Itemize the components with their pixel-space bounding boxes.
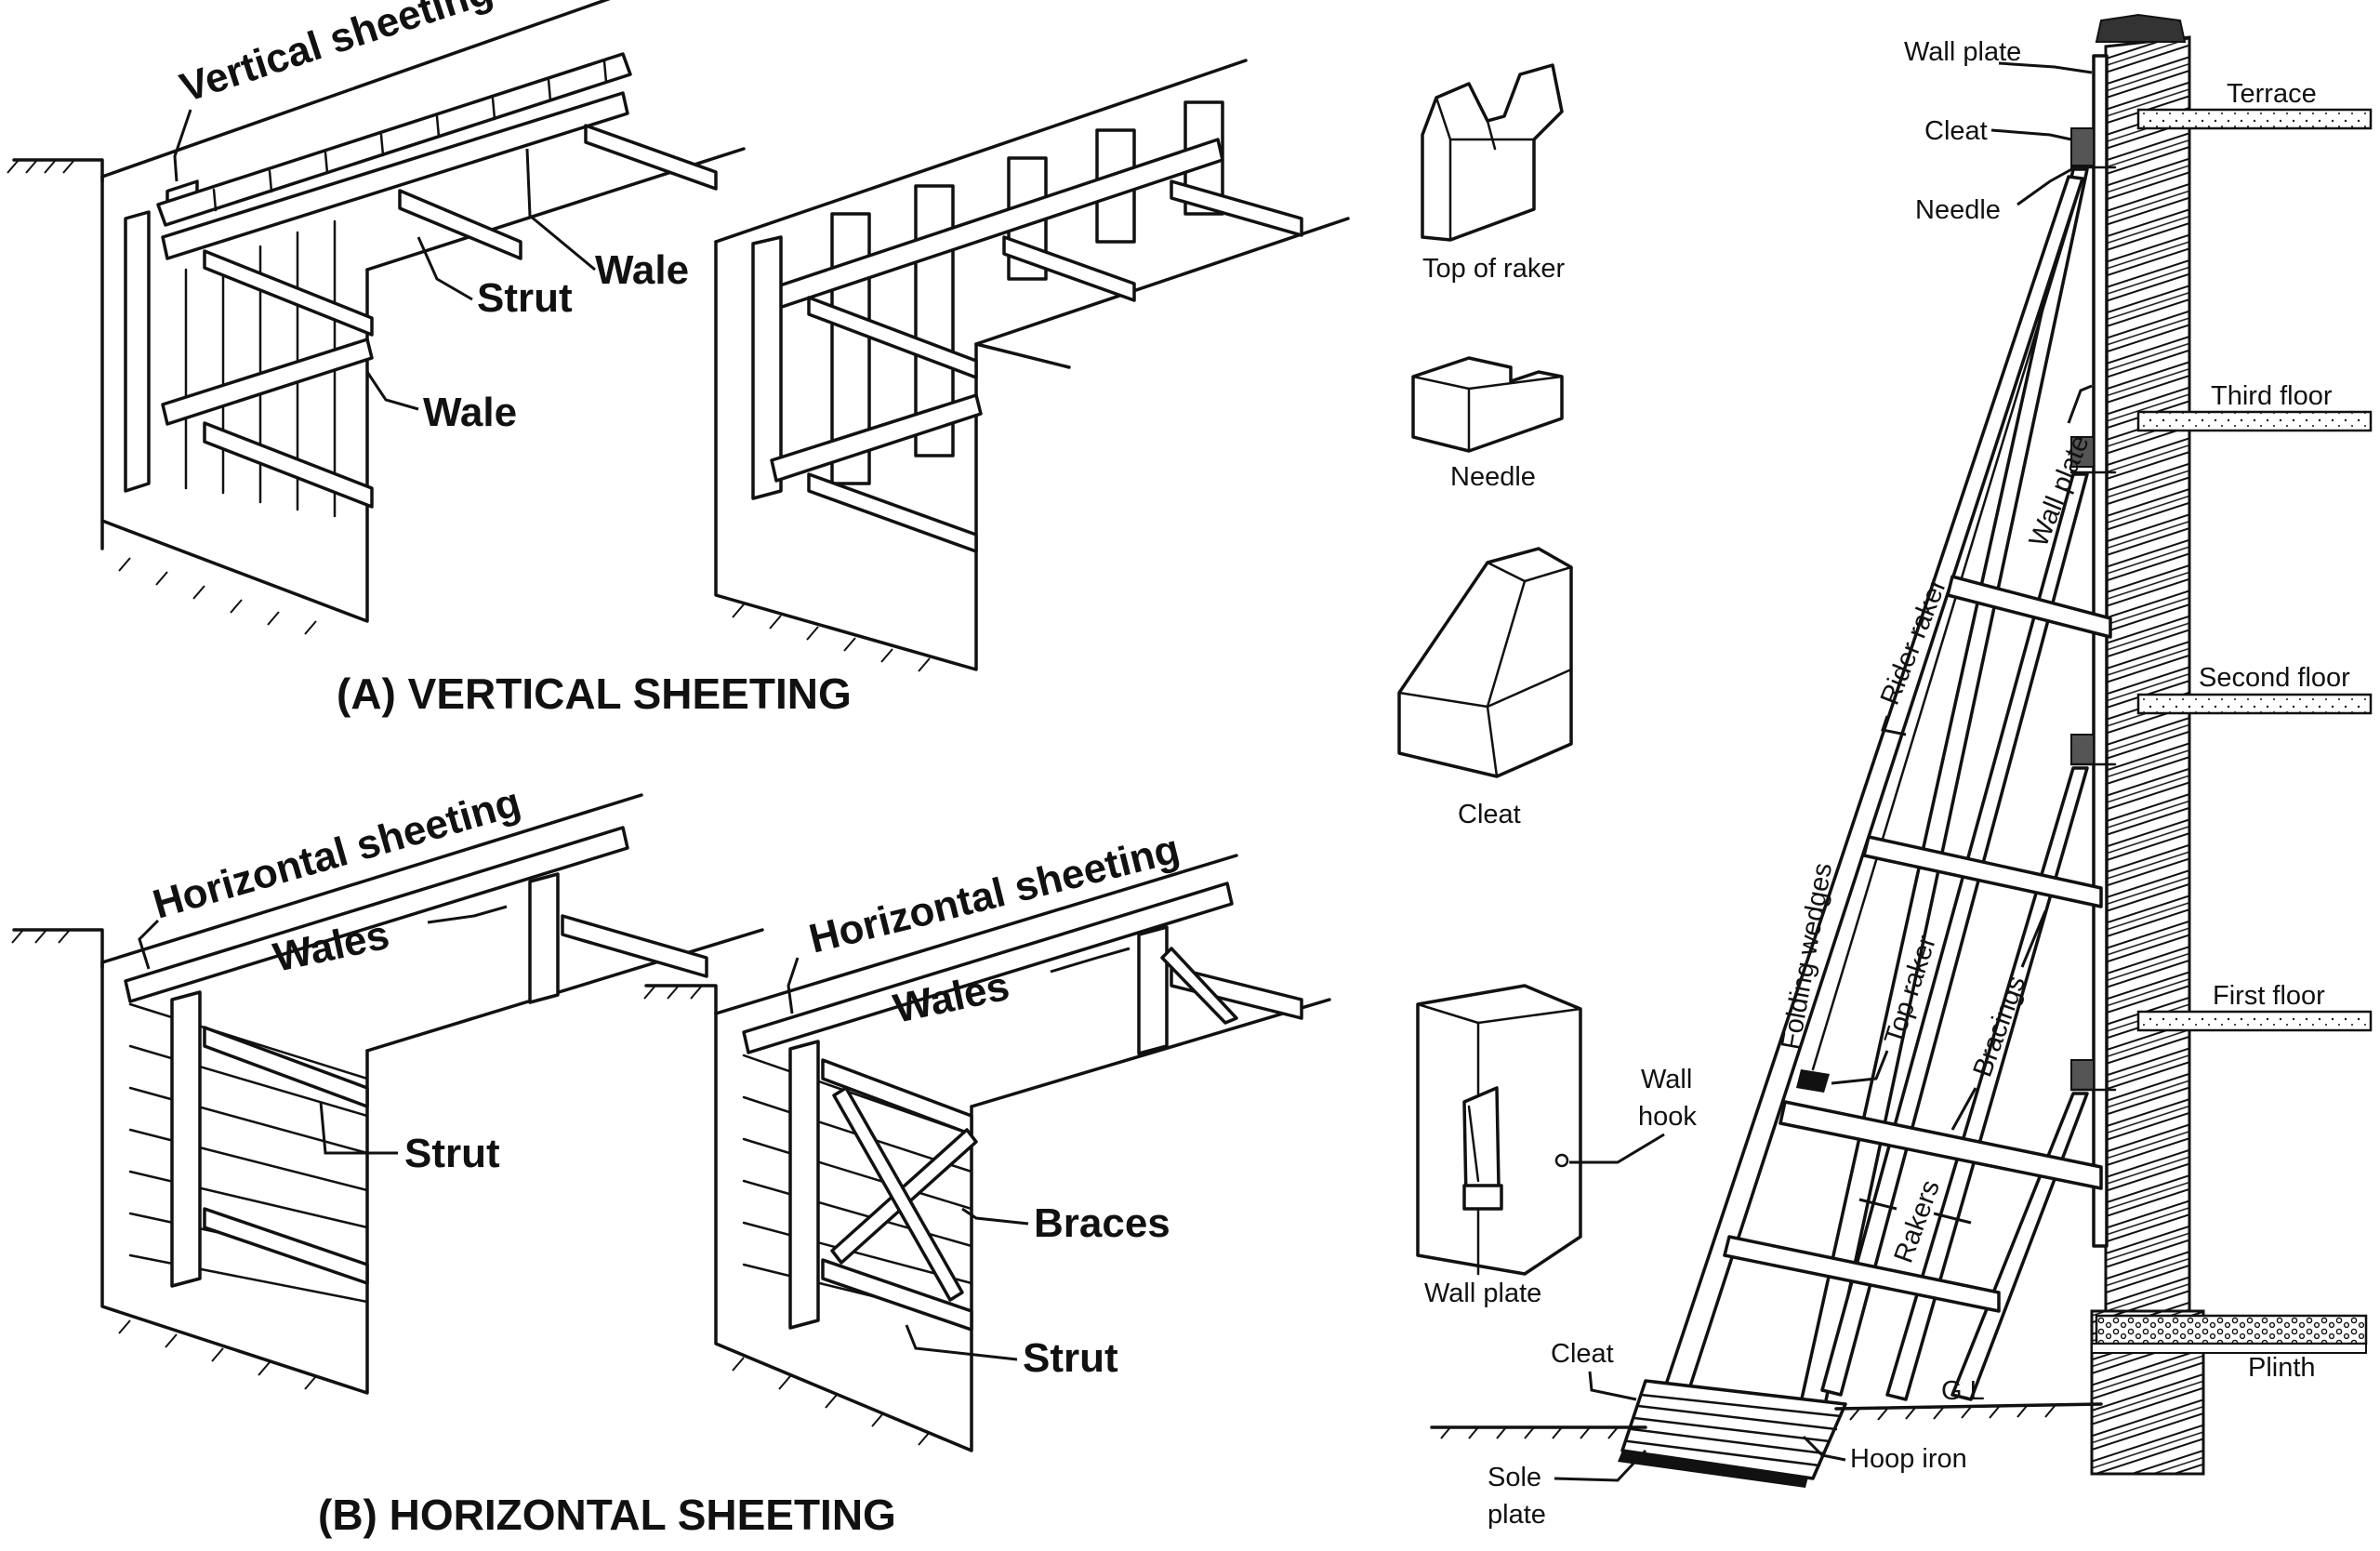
third-floor-label: Third floor (2211, 381, 2333, 411)
top-of-raker-label: Top of raker (1422, 254, 1565, 284)
needle-label: Needle (1450, 462, 1536, 492)
vertical-sheeting-caption: (A) VERTICAL SHEETING (337, 669, 852, 718)
svg-text:Braces: Braces (1034, 1200, 1170, 1246)
folding-wedges (1796, 1069, 1830, 1093)
rider-raker-label: Rider raker (1875, 574, 1952, 736)
strut-label-b-right: Strut (905, 1324, 1118, 1381)
bracings (1723, 575, 2112, 1313)
wall-hook-label: Wall hook (1569, 1065, 1697, 1164)
cleat-top-label: Cleat (1924, 116, 2072, 146)
rakers (1662, 167, 2089, 1420)
cleat-label: Cleat (1458, 800, 1521, 829)
terrace-label: Terrace (2227, 79, 2317, 109)
svg-text:Strut: Strut (404, 1131, 500, 1176)
horizontal-sheeting-right-trench (643, 854, 1331, 1452)
wall-plate-drawing (1416, 984, 1582, 1276)
svg-text:Bracings: Bracings (1968, 972, 2032, 1080)
cleat-bottom-label: Cleat (1551, 1339, 1637, 1401)
svg-text:Cleat: Cleat (1924, 116, 1988, 146)
wall-plate-and-needles (2069, 54, 2117, 1248)
bracings-label: Bracings (1950, 910, 2047, 1131)
first-floor-label: First floor (2213, 981, 2325, 1011)
svg-text:Hoop iron: Hoop iron (1850, 1444, 1967, 1474)
needle-drawing (1411, 356, 1564, 453)
vertical-sheeting-left-trench (7, 0, 746, 635)
floor-slabs (2136, 108, 2373, 1032)
top-of-raker-drawing (1421, 63, 1564, 242)
svg-text:Needle: Needle (1915, 195, 2001, 225)
gl-label: G.L (1941, 1376, 1985, 1406)
svg-text:Wale: Wale (595, 247, 689, 293)
needle-top-label: Needle (1915, 166, 2076, 225)
strut-label-b-left: Strut (319, 1101, 500, 1176)
svg-text:hook: hook (1638, 1102, 1697, 1132)
svg-text:plate: plate (1488, 1500, 1546, 1530)
braces-label: Braces (961, 1200, 1170, 1246)
svg-text:Wall plate: Wall plate (1904, 37, 2021, 67)
hoop-iron-label: Hoop iron (1802, 1435, 1967, 1474)
vertical-sheeting-right-trench (714, 59, 1350, 672)
svg-text:Strut: Strut (1023, 1335, 1118, 1381)
wall-plate-top-label: Wall plate (1904, 37, 2093, 74)
strut-label-a: Strut (416, 236, 573, 321)
svg-text:Wales: Wales (270, 912, 393, 981)
svg-text:Strut: Strut (477, 275, 573, 321)
horizontal-sheeting-left-trench (11, 793, 764, 1395)
svg-text:Wales: Wales (890, 963, 1013, 1032)
sole-plate-label: Sole plate (1488, 1449, 1647, 1530)
svg-text:Cleat: Cleat (1551, 1339, 1614, 1369)
wale-label-a-top: Wale (525, 148, 689, 293)
svg-text:Sole: Sole (1488, 1463, 1541, 1492)
svg-text:Horizontal sheeting: Horizontal sheeting (805, 826, 1184, 961)
building-wall (2090, 13, 2368, 1476)
horizontal-sheeting-caption: (B) HORIZONTAL SHEETING (318, 1491, 896, 1539)
wall-plate-label: Wall plate (1424, 1279, 1541, 1308)
cleat-drawing (1397, 547, 1573, 778)
wale-label-a-bottom: Wale (365, 371, 517, 435)
ground-line (1430, 1402, 2103, 1439)
sole-plate (1618, 1379, 1847, 1488)
svg-text:Horizontal sheeting: Horizontal sheeting (148, 779, 525, 928)
svg-text:Wall: Wall (1641, 1065, 1692, 1094)
plinth-label: Plinth (2248, 1353, 2316, 1383)
svg-text:Wale: Wale (423, 390, 517, 435)
second-floor-label: Second floor (2199, 663, 2350, 693)
